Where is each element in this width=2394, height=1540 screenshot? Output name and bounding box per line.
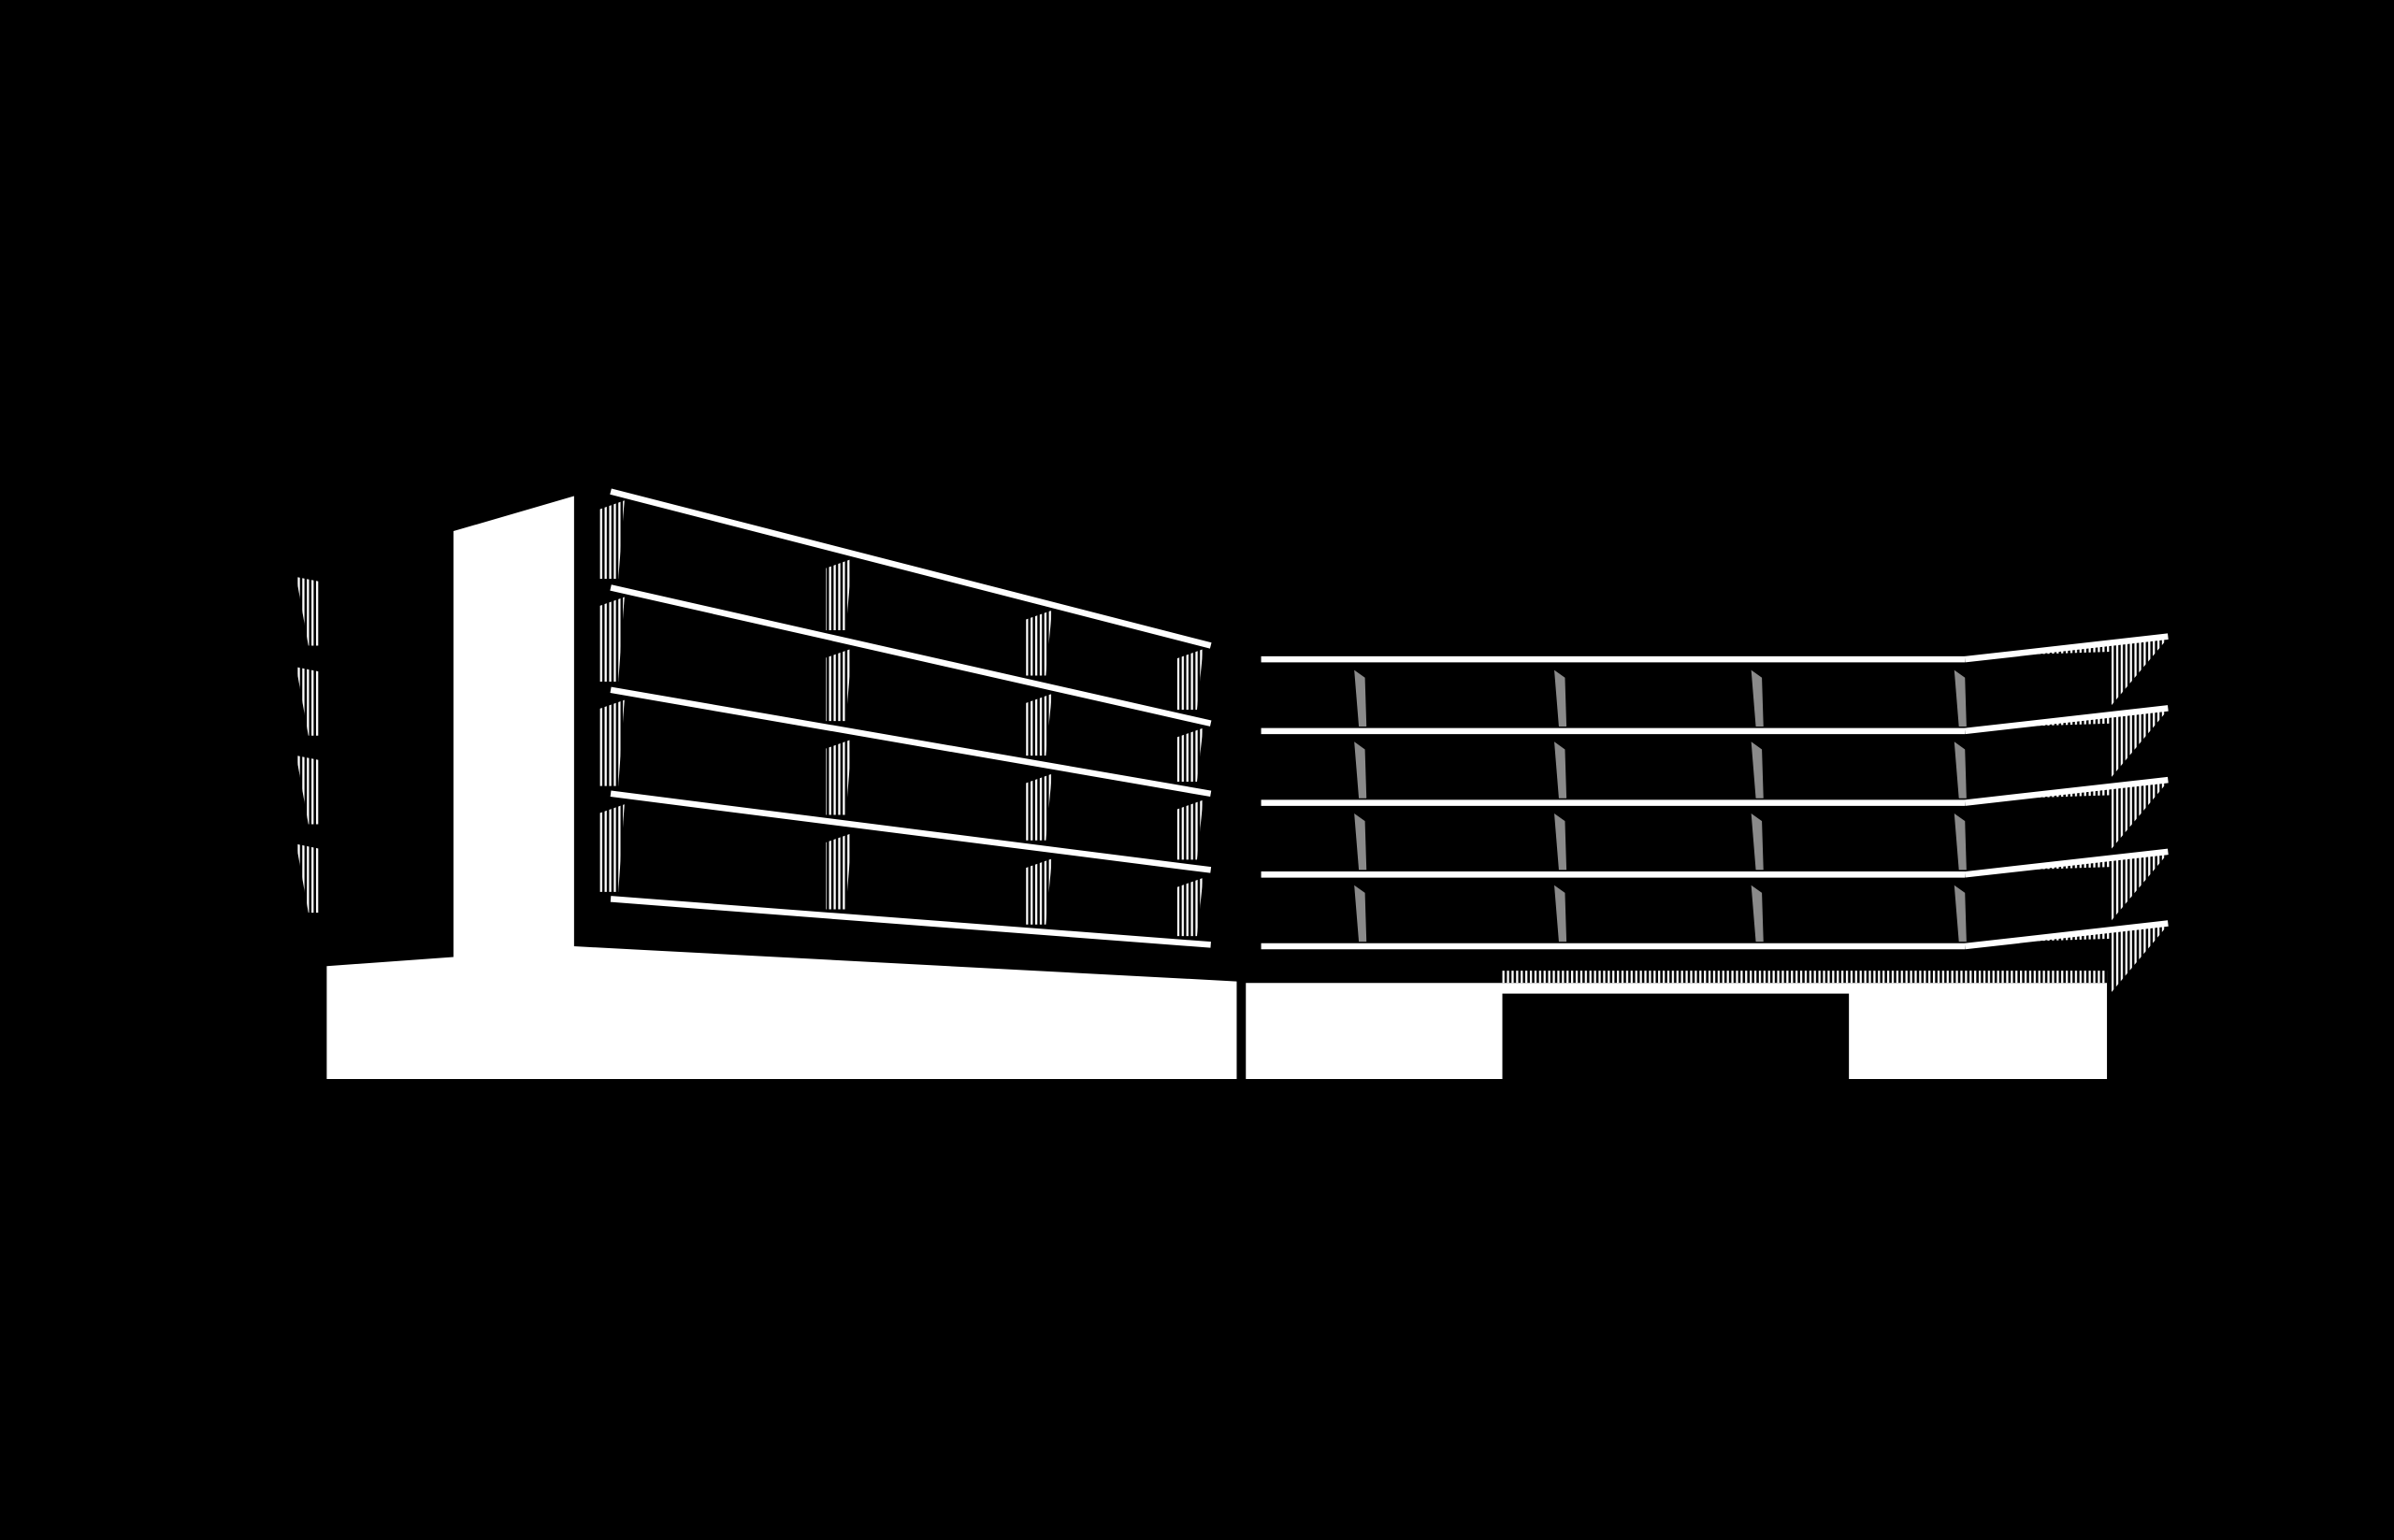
sun-fin	[826, 739, 853, 815]
cantilever-hatch	[1969, 925, 2169, 993]
sun-fin	[1751, 885, 1764, 943]
cantilever-hatch	[1969, 638, 2169, 706]
sun-fin	[826, 558, 853, 631]
sun-fin	[1954, 813, 1967, 871]
sun-fin	[296, 667, 320, 736]
sun-fin	[1354, 741, 1367, 799]
floor-slab	[610, 686, 1212, 798]
right-wing-hatched-strip	[1502, 971, 2108, 984]
sun-fin	[1751, 669, 1764, 727]
sun-fin	[598, 500, 625, 579]
sun-fin	[1554, 813, 1567, 871]
sun-fin	[1176, 727, 1204, 783]
sun-fin	[1954, 669, 1967, 727]
sun-fin	[1954, 885, 1967, 943]
sun-fin	[598, 804, 625, 892]
floor-slab	[610, 896, 1211, 948]
sun-fin	[1026, 773, 1052, 841]
left-wing-floor-slabs	[610, 488, 1212, 948]
sun-fin	[1026, 610, 1052, 676]
right-wing-floor-slabs	[1261, 633, 2169, 993]
sun-fin	[826, 833, 853, 910]
sun-fin	[296, 843, 320, 914]
right-wing-base	[1246, 983, 2108, 1080]
sun-fin	[1554, 885, 1567, 943]
sun-fin	[1751, 813, 1764, 871]
sun-fin	[1954, 741, 1967, 799]
sun-fin	[296, 755, 320, 825]
sun-fin	[598, 699, 625, 786]
floor-slab	[610, 488, 1212, 649]
sun-fin	[1176, 649, 1204, 711]
sun-fin	[1554, 669, 1567, 727]
sun-fin	[1176, 799, 1204, 860]
sun-fin	[1026, 694, 1052, 756]
cantilever-hatch	[1969, 853, 2169, 921]
cantilever-hatch	[1969, 710, 2169, 777]
sun-fin	[598, 597, 625, 683]
sun-fin	[1176, 877, 1204, 937]
left-wing-fins	[296, 500, 1204, 937]
sun-fin	[1354, 669, 1367, 727]
sun-fin	[1026, 858, 1052, 925]
left-wing-base-and-core	[326, 496, 1237, 1080]
sun-fin	[1554, 741, 1567, 799]
sun-fin	[1354, 885, 1367, 943]
floor-slab	[610, 790, 1212, 873]
sun-fin	[1751, 741, 1764, 799]
floor-slab	[610, 584, 1212, 727]
sun-fin	[826, 648, 853, 722]
sun-fin	[1354, 813, 1367, 871]
sun-fin	[296, 577, 320, 646]
right-wing-fins	[1354, 669, 1967, 943]
cantilever-hatch	[1969, 781, 2169, 849]
